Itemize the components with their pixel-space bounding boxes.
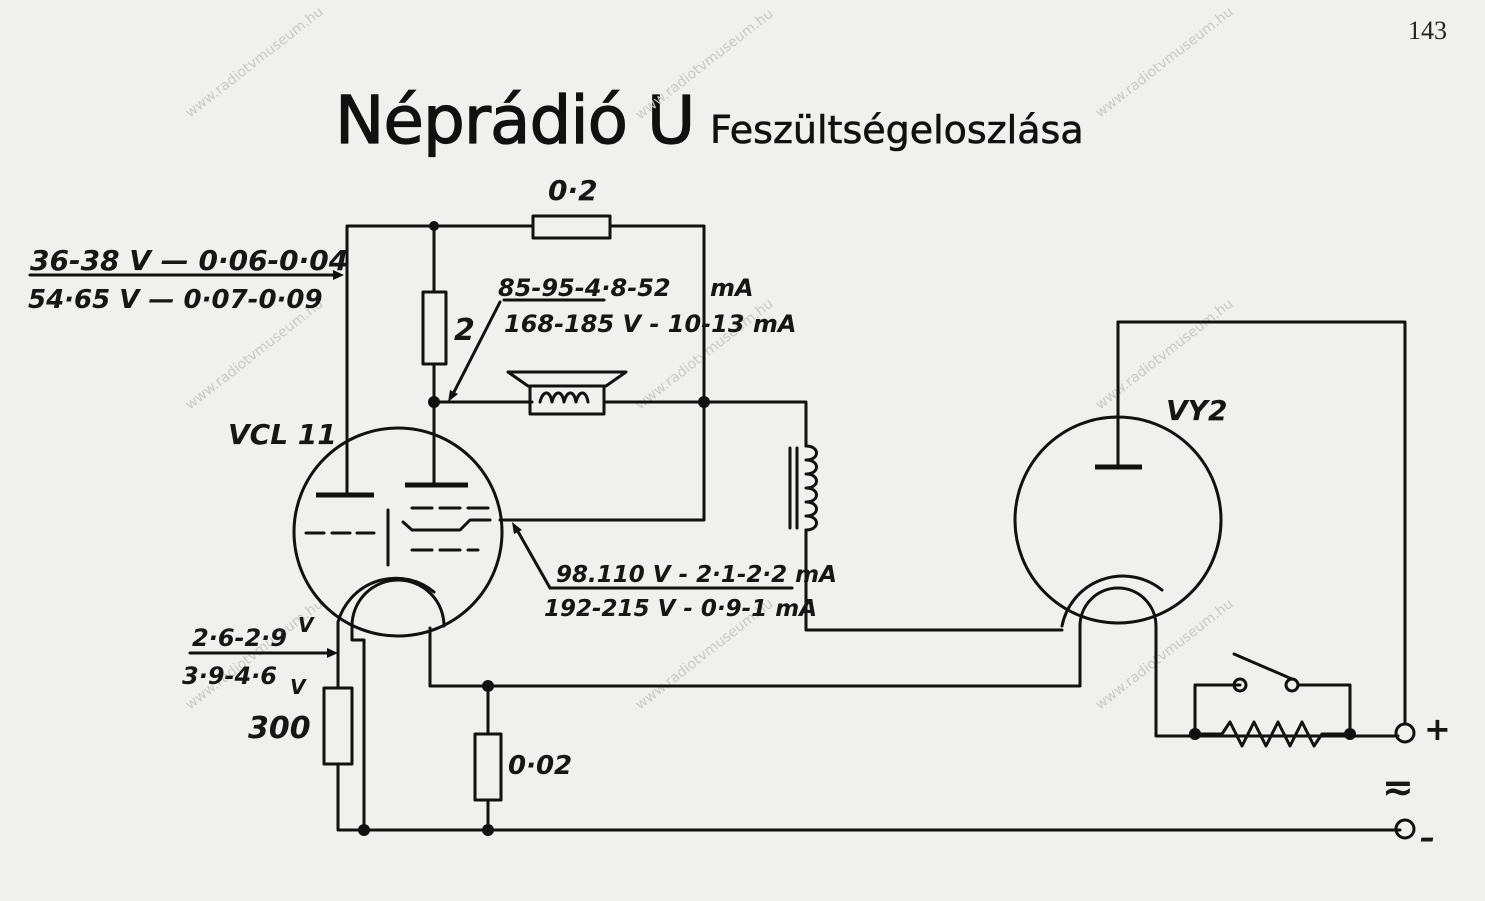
junction-dot xyxy=(429,221,439,231)
junction-dot xyxy=(482,824,494,836)
top-resistor xyxy=(531,214,612,240)
minus-terminal xyxy=(1394,818,1416,840)
vcl11-label: VCL 11 xyxy=(228,418,337,451)
tube-vcl11 xyxy=(292,426,504,638)
plus-label: + xyxy=(1424,710,1451,748)
bottom-resistor xyxy=(473,732,503,802)
screen-resistor xyxy=(421,290,448,366)
anode-voltage-1: 85-95-4·8-52 xyxy=(498,274,671,302)
feed-voltage-1: 36-38 V — 0·06-0·04 xyxy=(30,244,348,277)
terminals: + – ≂ xyxy=(1382,710,1451,856)
screen-resistor-label: 2 xyxy=(454,313,475,348)
grid-voltage-1: 98.110 V - 2·1-2·2 mA xyxy=(556,562,837,588)
bottom-resistor-label: 0·02 xyxy=(508,751,572,781)
tube-vy2 xyxy=(1013,320,1407,738)
watermark: www.radiotvmuseum.hu xyxy=(1093,4,1237,121)
annotation-arrows xyxy=(28,270,794,658)
ac-dc-symbol: ≂ xyxy=(1382,765,1414,809)
top-resistor-label: 0·2 xyxy=(548,174,598,207)
heater-voltage-1: 2·6-2·9 xyxy=(192,624,287,652)
lower-wiring xyxy=(322,620,1402,836)
switch-icon xyxy=(1189,652,1356,748)
inductor-icon xyxy=(788,444,1064,632)
plus-terminal xyxy=(1394,722,1416,744)
anode-unit-1: mA xyxy=(710,274,754,302)
junction-dot xyxy=(358,824,370,836)
page-title: Néprádió U xyxy=(334,81,696,159)
cathode-resistor xyxy=(322,686,354,766)
speaker-icon xyxy=(506,370,628,416)
minus-label: – xyxy=(1420,821,1435,856)
watermark: www.radiotvmuseum.hu xyxy=(633,6,777,123)
top-wiring xyxy=(345,214,808,522)
feed-voltage-2: 54·65 V — 0·07-0·09 xyxy=(28,285,323,315)
cathode-resistor-label: 300 xyxy=(248,711,311,746)
vy2-label: VY2 xyxy=(1166,394,1227,427)
heater-unit-2: V xyxy=(290,675,307,699)
watermark: www.radiotvmuseum.hu xyxy=(183,4,327,121)
page-number: 143 xyxy=(1408,16,1447,45)
heater-voltage-2: 3·9-4·6 xyxy=(182,662,277,690)
page-subtitle: Feszültségeloszlása xyxy=(710,108,1084,153)
anode-voltage-2: 168-185 V - 10-13 mA xyxy=(504,310,796,338)
grid-voltage-2: 192-215 V - 0·9-1 mA xyxy=(544,596,817,622)
heater-unit-1: V xyxy=(298,613,315,637)
